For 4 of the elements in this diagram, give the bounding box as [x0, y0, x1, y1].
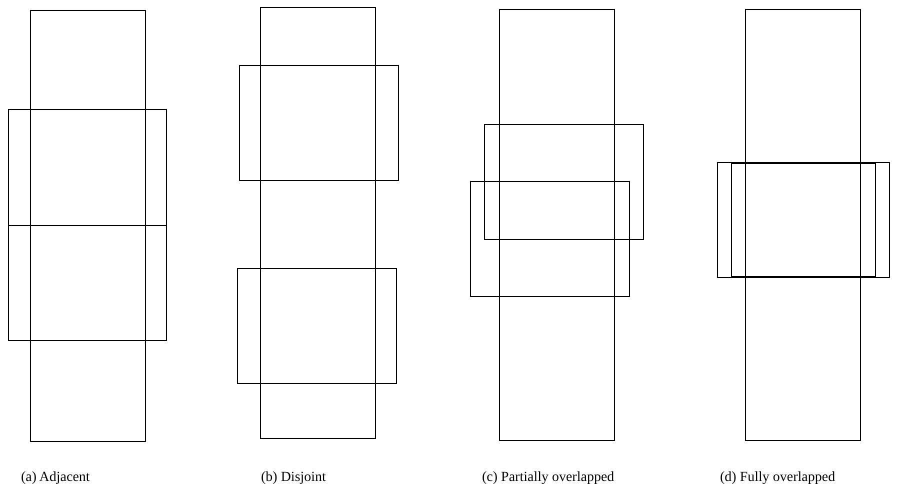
- caption: (c) Partially overlapped: [482, 470, 614, 486]
- caption: (a) Adjacent: [21, 470, 90, 486]
- caption: (d) Fully overlapped: [720, 470, 836, 486]
- caption: (b) Disjoint: [261, 470, 326, 486]
